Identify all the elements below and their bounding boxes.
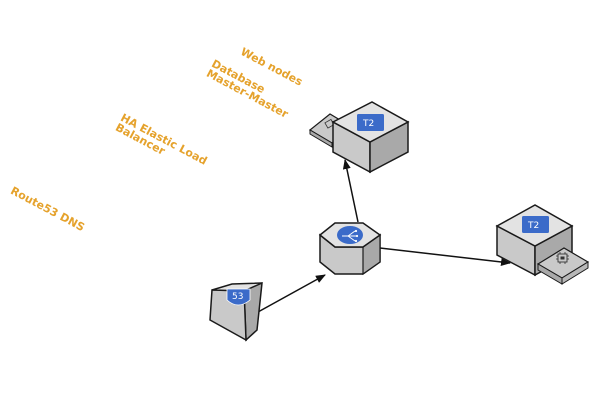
arrow-elb-to-web-top	[342, 159, 359, 223]
connectors	[257, 159, 511, 313]
route53-icon: 53	[226, 288, 251, 306]
ec2-web-node-right[interactable]: T2	[495, 204, 590, 285]
load-balancer-icon	[337, 226, 363, 244]
route53-node[interactable]: 53	[209, 281, 263, 342]
chip-icon	[556, 252, 569, 264]
ec2-instance-icon: T2	[522, 216, 549, 233]
ec2-top-badge-text: T2	[362, 119, 374, 129]
ec2-right-badge-text: T2	[527, 221, 539, 231]
arrow-elb-to-web-right	[379, 247, 511, 266]
ec2-top-chip-tray-edge	[309, 129, 333, 148]
arrow-route53-to-elb	[257, 274, 326, 313]
ec2-instance-icon: T2	[357, 114, 384, 131]
ec2-right-chip-tray-side	[561, 261, 589, 285]
ec2-web-node-top[interactable]: T2	[308, 101, 410, 174]
elb-node[interactable]	[318, 222, 382, 276]
route53-badge-text: 53	[232, 292, 243, 302]
